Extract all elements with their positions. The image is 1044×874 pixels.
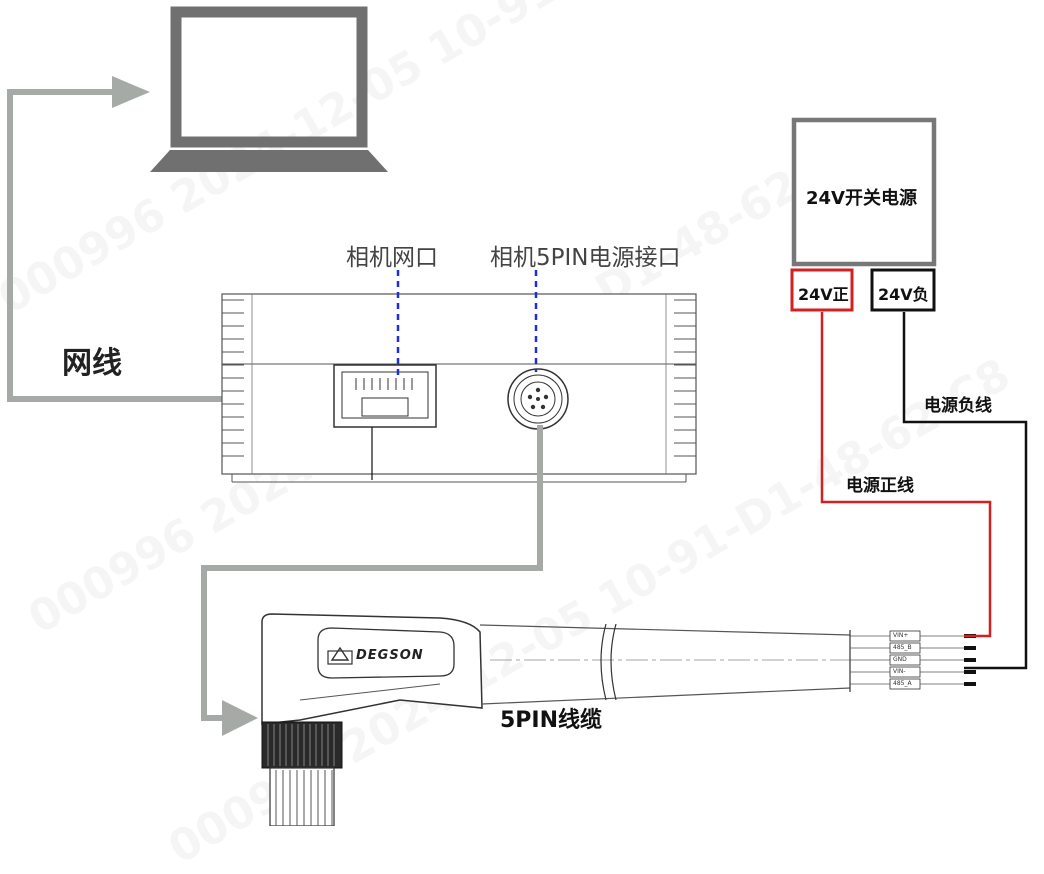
cooling-fins <box>222 299 244 457</box>
camera-power-port-label: 相机5PIN电源接口 <box>490 245 681 271</box>
camera-body <box>221 293 697 483</box>
m12-power-port-icon <box>507 368 569 430</box>
pin-label-boxes <box>889 630 921 690</box>
pin-label: GND <box>893 656 907 663</box>
pin-label: VIN- <box>893 668 906 675</box>
pin5-cable-line <box>201 425 543 736</box>
wire-tip <box>964 658 976 662</box>
diagram-canvas <box>7 6 1028 826</box>
camera-lan-port-label: 相机网口 <box>346 245 438 271</box>
negative-wire-line <box>902 312 1028 670</box>
arrow-head-icon <box>112 76 150 108</box>
pin5-cable-label: 5PIN线缆 <box>500 708 603 733</box>
wire-tip <box>964 646 976 650</box>
psu-title: 24V开关电源 <box>806 188 917 209</box>
pin-label: VIN+ <box>893 632 909 639</box>
cable-body <box>479 623 890 705</box>
psu-box <box>791 117 937 267</box>
wiring-diagram: 000996 2024-12-05 10-91-D1-48-62-C8 0009… <box>7 6 1028 826</box>
psu-positive-label: 24V正 <box>798 285 849 304</box>
connector-brand: DEGSON <box>356 648 424 663</box>
laptop-icon <box>150 6 388 172</box>
wire-ends <box>920 634 976 686</box>
wire-tip <box>964 682 976 686</box>
pin-label: 485_B <box>893 644 912 651</box>
cooling-fins <box>674 299 696 457</box>
rj45-port-icon <box>333 364 437 480</box>
wire-tip <box>964 670 976 674</box>
network-cable-label: 网线 <box>62 346 122 381</box>
arrow-head-icon <box>222 700 258 736</box>
network-cable-line <box>7 76 340 402</box>
power-positive-wire-label: 电源正线 <box>846 476 914 496</box>
power-negative-wire-label: 电源负线 <box>924 396 992 416</box>
psu-negative-terminal <box>870 268 936 312</box>
pin-label: 485_A <box>893 680 912 687</box>
psu-positive-terminal <box>790 268 854 312</box>
psu-negative-label: 24V负 <box>878 285 929 304</box>
positive-wire-line <box>820 312 992 638</box>
degson-connector <box>261 613 483 826</box>
